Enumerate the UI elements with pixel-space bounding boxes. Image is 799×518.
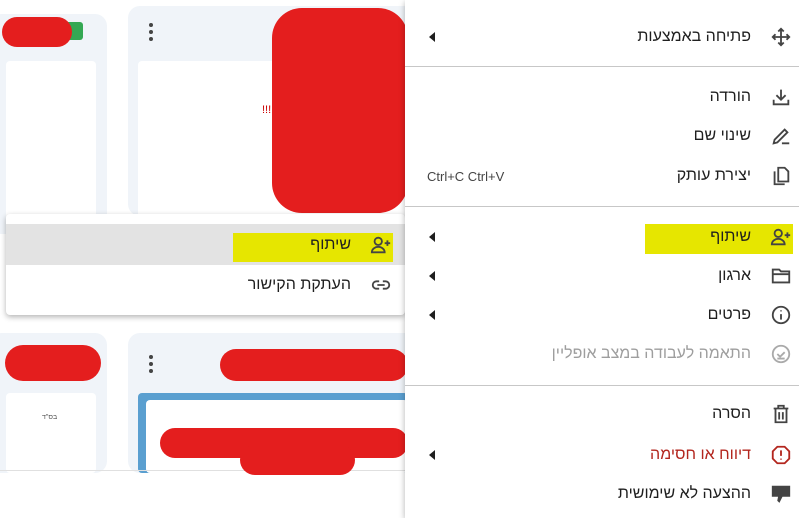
redaction bbox=[2, 17, 72, 47]
report-icon bbox=[769, 443, 793, 467]
keyboard-shortcut: Ctrl+C Ctrl+V bbox=[427, 168, 505, 184]
divider bbox=[0, 470, 405, 471]
context-menu: פתיחה באמצעות הורדה שינוי שם יצירת עותק … bbox=[405, 0, 799, 518]
menu-item-download[interactable]: הורדה bbox=[405, 78, 799, 116]
rename-icon bbox=[769, 124, 793, 148]
submenu-arrow-icon bbox=[429, 450, 435, 460]
menu-divider bbox=[405, 385, 799, 386]
submenu-item-share[interactable]: שיתוף bbox=[6, 224, 405, 265]
menu-item-label: ארגון bbox=[718, 267, 751, 284]
thumbnail-text: !!! bbox=[262, 104, 272, 116]
person-add-icon bbox=[369, 233, 393, 257]
submenu-arrow-icon bbox=[429, 271, 435, 281]
folder-icon bbox=[769, 264, 793, 288]
menu-item-rename[interactable]: שינוי שם bbox=[405, 117, 799, 155]
thumb-down-icon bbox=[769, 482, 793, 506]
menu-item-label: שיתוף bbox=[310, 235, 351, 253]
thumbnail-text: בס"ד bbox=[42, 414, 58, 421]
file-thumbnail bbox=[6, 393, 96, 473]
menu-item-remove[interactable]: הסרה bbox=[405, 395, 799, 433]
menu-divider bbox=[405, 206, 799, 207]
menu-item-label: דיווח או חסימה bbox=[650, 446, 751, 463]
submenu-arrow-icon bbox=[429, 32, 435, 42]
submenu-arrow-icon bbox=[429, 232, 435, 242]
menu-item-label: הסרה bbox=[712, 405, 751, 422]
menu-item-label: הורדה bbox=[709, 88, 751, 105]
file-thumbnail bbox=[6, 61, 96, 221]
menu-item-label: יצירת עותק bbox=[676, 167, 751, 184]
redaction bbox=[240, 445, 355, 475]
menu-item-label: העתקת הקישור bbox=[247, 276, 351, 293]
trash-icon bbox=[769, 402, 793, 426]
menu-item-open-with[interactable]: פתיחה באמצעות bbox=[405, 18, 799, 56]
menu-item-label: פתיחה באמצעות bbox=[637, 28, 751, 45]
redaction bbox=[272, 8, 408, 213]
menu-item-make-copy[interactable]: יצירת עותק Ctrl+C Ctrl+V bbox=[405, 157, 799, 195]
download-icon bbox=[769, 85, 793, 109]
menu-item-share[interactable]: שיתוף bbox=[405, 218, 799, 256]
more-options-icon[interactable] bbox=[149, 23, 153, 44]
menu-item-label: שיתוף bbox=[710, 228, 751, 245]
menu-item-details[interactable]: פרטים bbox=[405, 296, 799, 334]
menu-item-label: פרטים bbox=[707, 306, 751, 323]
redaction bbox=[220, 349, 408, 381]
menu-item-report[interactable]: דיווח או חסימה bbox=[405, 436, 799, 474]
share-submenu: שיתוף העתקת הקישור bbox=[6, 214, 405, 315]
menu-item-label: התאמה לעבודה במצב אופליין bbox=[551, 345, 751, 362]
highlight-mark bbox=[645, 224, 793, 254]
info-icon bbox=[769, 303, 793, 327]
link-icon bbox=[369, 273, 393, 297]
submenu-item-copy-link[interactable]: העתקת הקישור bbox=[6, 266, 405, 304]
person-add-icon bbox=[769, 225, 793, 249]
menu-item-label: שינוי שם bbox=[693, 127, 751, 144]
copy-icon bbox=[769, 164, 793, 188]
highlight-mark bbox=[233, 233, 393, 262]
menu-item-offline: התאמה לעבודה במצב אופליין bbox=[405, 335, 799, 373]
menu-item-organize[interactable]: ארגון bbox=[405, 257, 799, 295]
redaction bbox=[5, 345, 101, 381]
menu-divider bbox=[405, 66, 799, 67]
submenu-arrow-icon bbox=[429, 310, 435, 320]
menu-item-not-helpful[interactable]: ההצעה לא שימושית bbox=[405, 475, 799, 513]
more-options-icon[interactable] bbox=[149, 355, 153, 376]
open-with-icon bbox=[769, 25, 793, 49]
offline-icon bbox=[769, 342, 793, 366]
menu-item-label: ההצעה לא שימושית bbox=[617, 485, 751, 502]
